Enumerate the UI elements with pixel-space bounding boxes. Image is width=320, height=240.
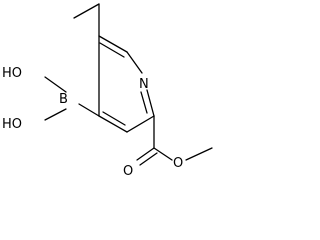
ring-bond-n-c2-inner <box>140 91 148 114</box>
hydroxyl-lower-label: HO <box>2 117 22 132</box>
c4-boron-bond <box>78 103 100 117</box>
ring-bond-n-c2 <box>146 89 155 117</box>
boronic-acid-group: B HO HO <box>2 66 100 132</box>
methyl-ester-group: N O O <box>123 77 213 179</box>
ester-oxygen-label: O <box>173 156 183 171</box>
hydroxyl-upper-label: HO <box>2 66 22 81</box>
boron-label: B <box>59 92 68 107</box>
ring-bond-c5-c6 <box>98 35 128 53</box>
carbonyl-oxygen-label: O <box>123 164 133 179</box>
boron-oh-lower-bond <box>44 108 67 121</box>
pyridine-ring <box>98 35 155 133</box>
boron-oh-upper-bond <box>44 76 67 93</box>
ring-bond-c5-c6-inner <box>99 42 125 58</box>
ethyl-group <box>73 3 100 37</box>
ring-nitrogen-label: N <box>139 77 149 92</box>
ring-bond-c6-n <box>126 51 143 74</box>
carbonyl-double-bond-a <box>136 147 155 161</box>
structure-diagram: B HO HO N O O <box>2 3 213 179</box>
ring-bond-c3-c4 <box>98 115 128 133</box>
carbonyl-double-bond-b <box>139 152 158 166</box>
ethyl-ch3-bond <box>73 3 100 19</box>
carbonyl-ester-o-bond <box>153 147 173 161</box>
ring-bond-c2-c3 <box>126 115 155 133</box>
ester-o-methyl-bond <box>185 147 213 161</box>
ring-bond-c3-c4-inner <box>102 111 126 126</box>
